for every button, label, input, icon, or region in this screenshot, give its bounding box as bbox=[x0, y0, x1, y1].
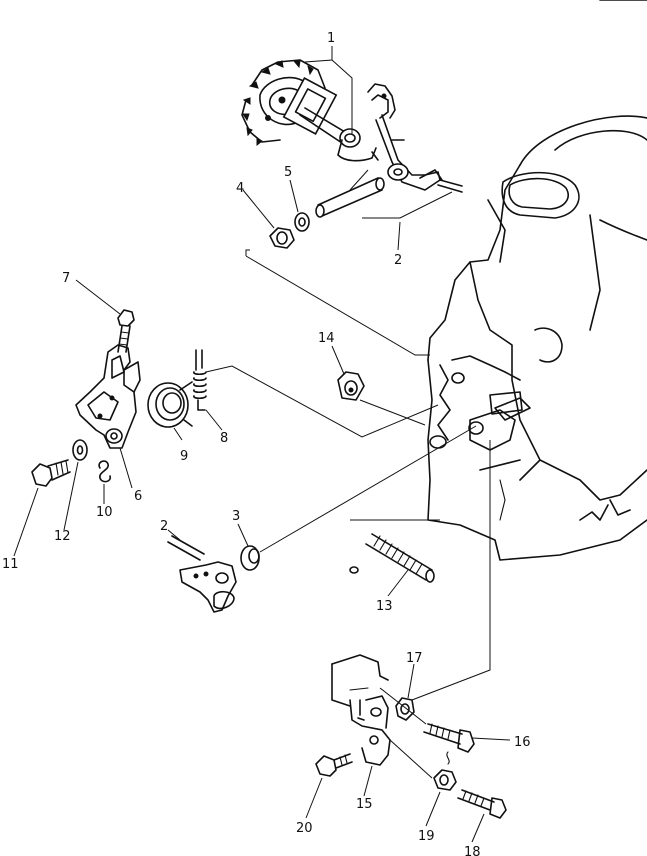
nut-part-17 bbox=[395, 697, 415, 721]
callout-8: 8 bbox=[220, 431, 228, 446]
callout-1: 1 bbox=[327, 31, 335, 46]
engine-housing bbox=[427, 0, 647, 561]
callout-20: 20 bbox=[296, 821, 313, 836]
callout-14: 14 bbox=[318, 331, 335, 346]
callout-13: 13 bbox=[376, 599, 393, 614]
callout-10: 10 bbox=[96, 505, 113, 520]
callout-18: 18 bbox=[464, 845, 481, 856]
assembly-guide-lines bbox=[205, 169, 491, 779]
bracket-part-6 bbox=[75, 344, 141, 449]
callout-15: 15 bbox=[356, 797, 373, 812]
callout-3: 3 bbox=[232, 509, 240, 524]
callout-2-lower: 2 bbox=[160, 519, 168, 534]
washer-part-5 bbox=[294, 212, 310, 232]
callout-19: 19 bbox=[418, 829, 435, 844]
bracket-part-15 bbox=[331, 654, 391, 766]
nut-part-19 bbox=[433, 769, 457, 791]
callout-leaders bbox=[13, 46, 511, 843]
callout-5: 5 bbox=[284, 165, 292, 180]
lever-part-2-lower bbox=[167, 535, 237, 613]
callout-11: 11 bbox=[2, 557, 19, 572]
callout-labels: 1 2 2 3 4 5 6 7 8 9 10 11 12 13 14 15 16… bbox=[2, 31, 531, 856]
callout-6: 6 bbox=[134, 489, 142, 504]
spring-part-8 bbox=[193, 349, 207, 411]
shaft bbox=[315, 177, 385, 218]
callout-9: 9 bbox=[180, 449, 188, 464]
callout-2-upper: 2 bbox=[394, 253, 402, 268]
nut-part-14 bbox=[337, 371, 365, 401]
callout-7: 7 bbox=[62, 271, 70, 286]
gear-assembly-part-1 bbox=[241, 59, 379, 162]
callout-16: 16 bbox=[514, 735, 531, 750]
bolt-part-7 bbox=[117, 309, 135, 353]
callout-4: 4 bbox=[236, 181, 244, 196]
bolt-part-18 bbox=[457, 789, 507, 819]
clip-part-10 bbox=[98, 460, 112, 483]
callout-17: 17 bbox=[406, 651, 423, 666]
nut-part-4 bbox=[269, 227, 295, 249]
bolt-part-20 bbox=[315, 753, 353, 777]
lever-arm-part-2-upper bbox=[367, 83, 463, 193]
washer-part-3 bbox=[240, 545, 260, 571]
washer-part-12 bbox=[72, 439, 88, 461]
bolt-part-16 bbox=[423, 723, 475, 765]
callout-12: 12 bbox=[54, 529, 71, 544]
bolt-part-11 bbox=[31, 459, 71, 487]
threaded-rod-part-13 bbox=[349, 533, 435, 583]
coil-spring-part-9 bbox=[147, 381, 193, 428]
